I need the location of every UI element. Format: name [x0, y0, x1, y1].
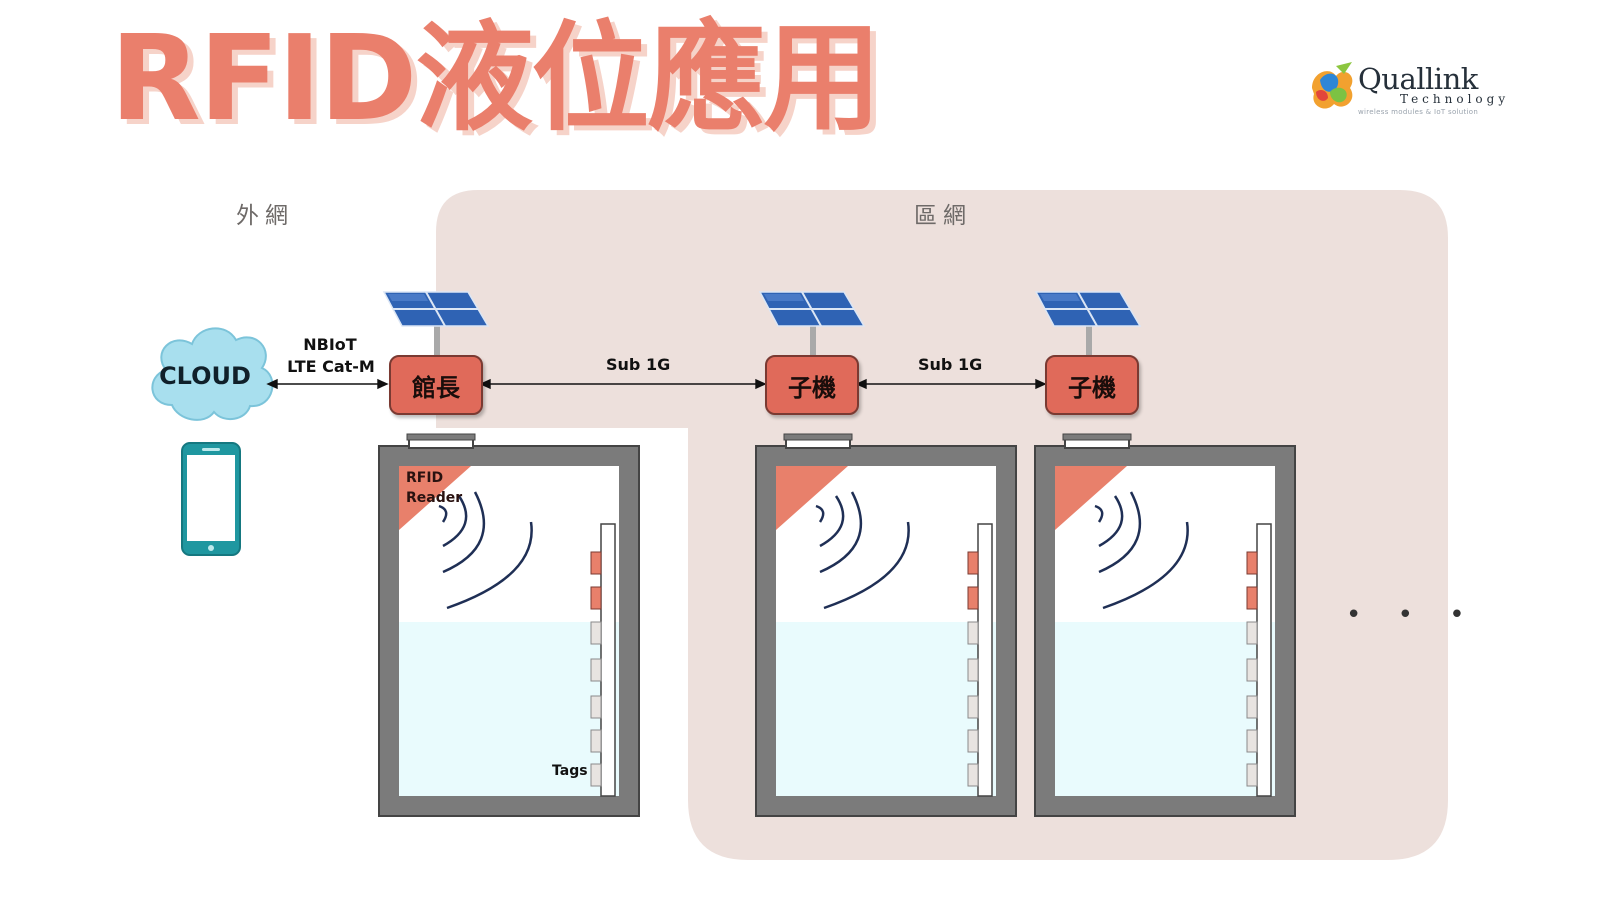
logo-name: Quallink: [1358, 62, 1478, 96]
local-network-label: 區網: [914, 203, 972, 229]
connection-arrows: [266, 378, 1047, 390]
quallink-logo: Quallink Technology wireless modules & I…: [1300, 58, 1505, 128]
rfid-reader-label-line2: Reader: [406, 490, 463, 506]
water-tank-slave-1: [754, 432, 1018, 818]
page-title: RFID液位應用: [110, 9, 881, 147]
slave-node-1: 子機: [765, 355, 859, 415]
more-tanks-ellipsis: • • •: [1346, 600, 1479, 630]
link-label-sub1g-2: Sub 1G: [918, 355, 983, 374]
water-tank-slave-2: [1033, 432, 1297, 818]
quallink-logo-icon: [1312, 62, 1353, 109]
smartphone-icon: [181, 442, 241, 556]
cloud-label: CLOUD: [159, 362, 251, 390]
link-label-sub1g-1: Sub 1G: [606, 355, 671, 374]
link-label-lte-catm: LTE Cat-M: [287, 357, 375, 376]
logo-subtitle: Technology: [1400, 92, 1510, 106]
rfid-reader-label-line1: RFID: [406, 470, 444, 486]
outer-network-label: 外網: [236, 203, 294, 229]
tags-label: Tags: [552, 763, 588, 779]
link-label-nbiot: NBIoT: [303, 335, 357, 354]
logo-tagline: wireless modules & IoT solution: [1358, 108, 1479, 116]
slave-node-2: 子機: [1045, 355, 1139, 415]
cloud-icon: [151, 327, 274, 421]
master-node: 館長: [389, 355, 483, 415]
